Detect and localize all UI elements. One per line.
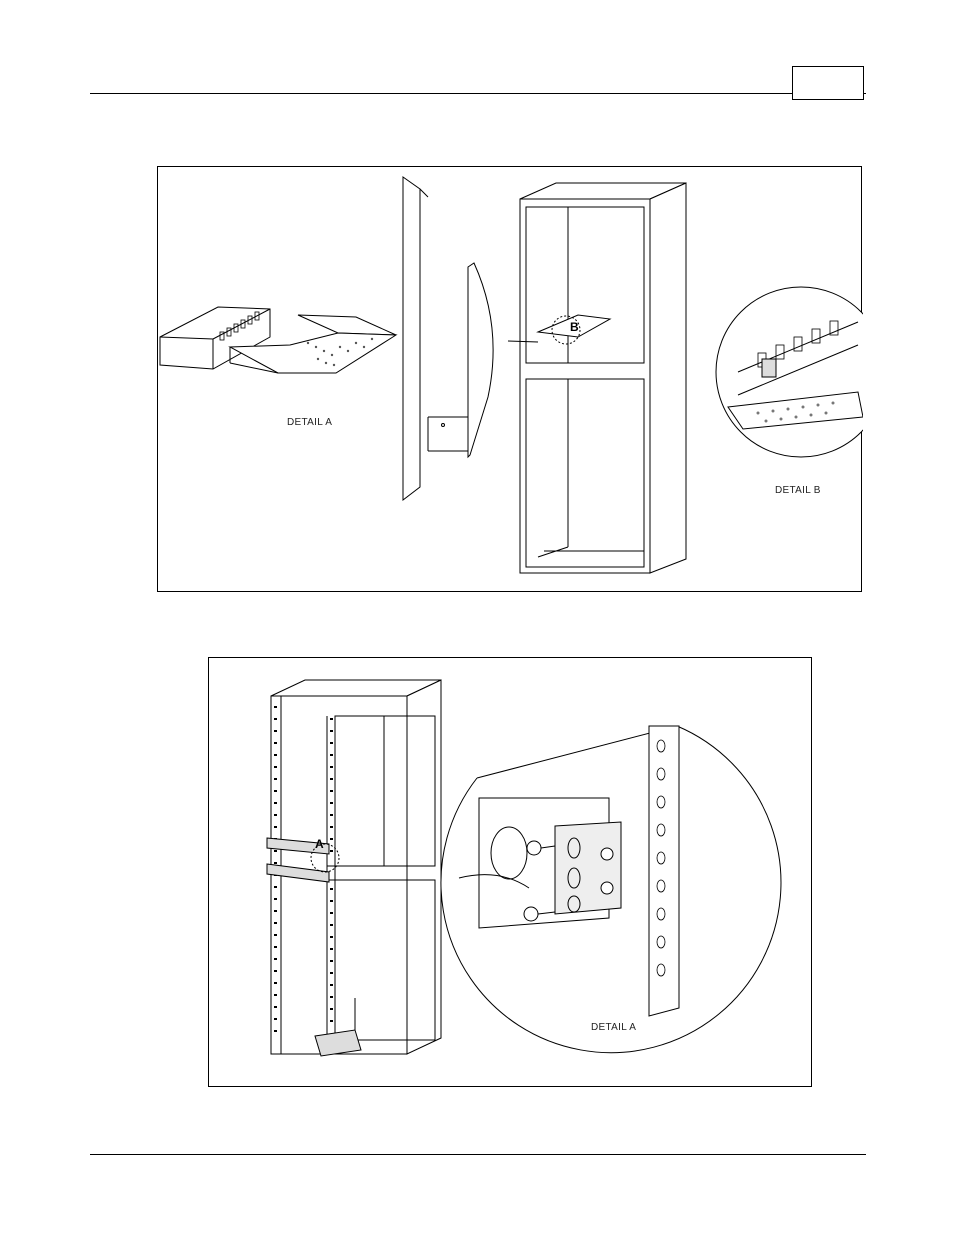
rack-frame: [267, 680, 441, 1056]
rack-cabinet: [508, 183, 686, 573]
figure-rail-mount-drawing: A DETAIL: [209, 658, 813, 1088]
detail-a-magnifier: [441, 726, 781, 1053]
figure-shelf-installation: DETAIL A B: [157, 166, 862, 592]
detail-a-label: DETAIL A: [287, 417, 332, 428]
callout-b: B: [570, 320, 579, 334]
figure-rail-mount-installation: A DETAIL: [208, 657, 812, 1087]
footer-rule: [90, 1154, 866, 1155]
side-panel: [403, 177, 493, 500]
detail-b-label: DETAIL B: [775, 485, 821, 496]
detail-b-magnifier: [716, 287, 863, 457]
detail-a-label-bottom: DETAIL A: [591, 1022, 636, 1033]
callout-a: A: [315, 837, 324, 851]
figure-shelf-drawing: DETAIL A B: [158, 167, 863, 593]
header-rule: [90, 93, 866, 94]
page-number-box: [792, 66, 864, 100]
